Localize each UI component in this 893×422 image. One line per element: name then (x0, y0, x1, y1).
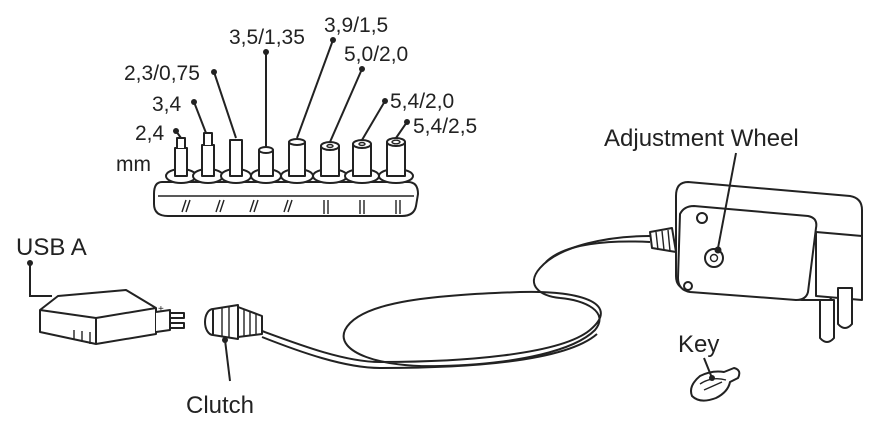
tip-label-5-0: 5,0/2,0 (344, 43, 408, 66)
tip-label-3-4: 3,4 (152, 93, 182, 116)
unit-label: mm (116, 153, 151, 176)
clutch-connector (204, 304, 263, 340)
tip-5-0 (312, 141, 348, 184)
wall-adapter (649, 181, 863, 343)
tip-5-4b (378, 137, 414, 184)
key-leader (703, 357, 713, 379)
tip-label-2-4: 2,4 (135, 122, 165, 145)
tip-label-5-4-2-5: 5,4/2,5 (413, 115, 477, 138)
usb-label: USB A (16, 234, 87, 261)
clutch-leader (224, 339, 231, 382)
key-tool (690, 367, 741, 402)
adjustment-leader (717, 152, 737, 249)
tip-label-3-9: 3,9/1,5 (324, 14, 388, 37)
usb-leader (29, 263, 52, 297)
tip-3-9 (280, 138, 314, 184)
cable (261, 235, 651, 370)
key-label: Key (678, 331, 719, 358)
tip-leaders (173, 37, 410, 148)
clutch-label: Clutch (186, 392, 254, 419)
svg-text:+: + (158, 304, 164, 315)
tip-2-4 (165, 137, 197, 184)
tip-3-5 (250, 146, 282, 184)
tip-3-4 (192, 132, 224, 184)
adjustment-label: Adjustment Wheel (604, 125, 799, 152)
usb-plug: + (39, 289, 185, 345)
tip-label-3-5: 3,5/1,35 (229, 26, 305, 49)
tip-5-4a (344, 139, 380, 184)
tip-label-2-3: 2,3/0,75 (124, 62, 200, 85)
tip-holder (153, 181, 419, 217)
tip-label-5-4-2-0: 5,4/2,0 (390, 90, 454, 113)
tip-2-3 (220, 139, 252, 184)
